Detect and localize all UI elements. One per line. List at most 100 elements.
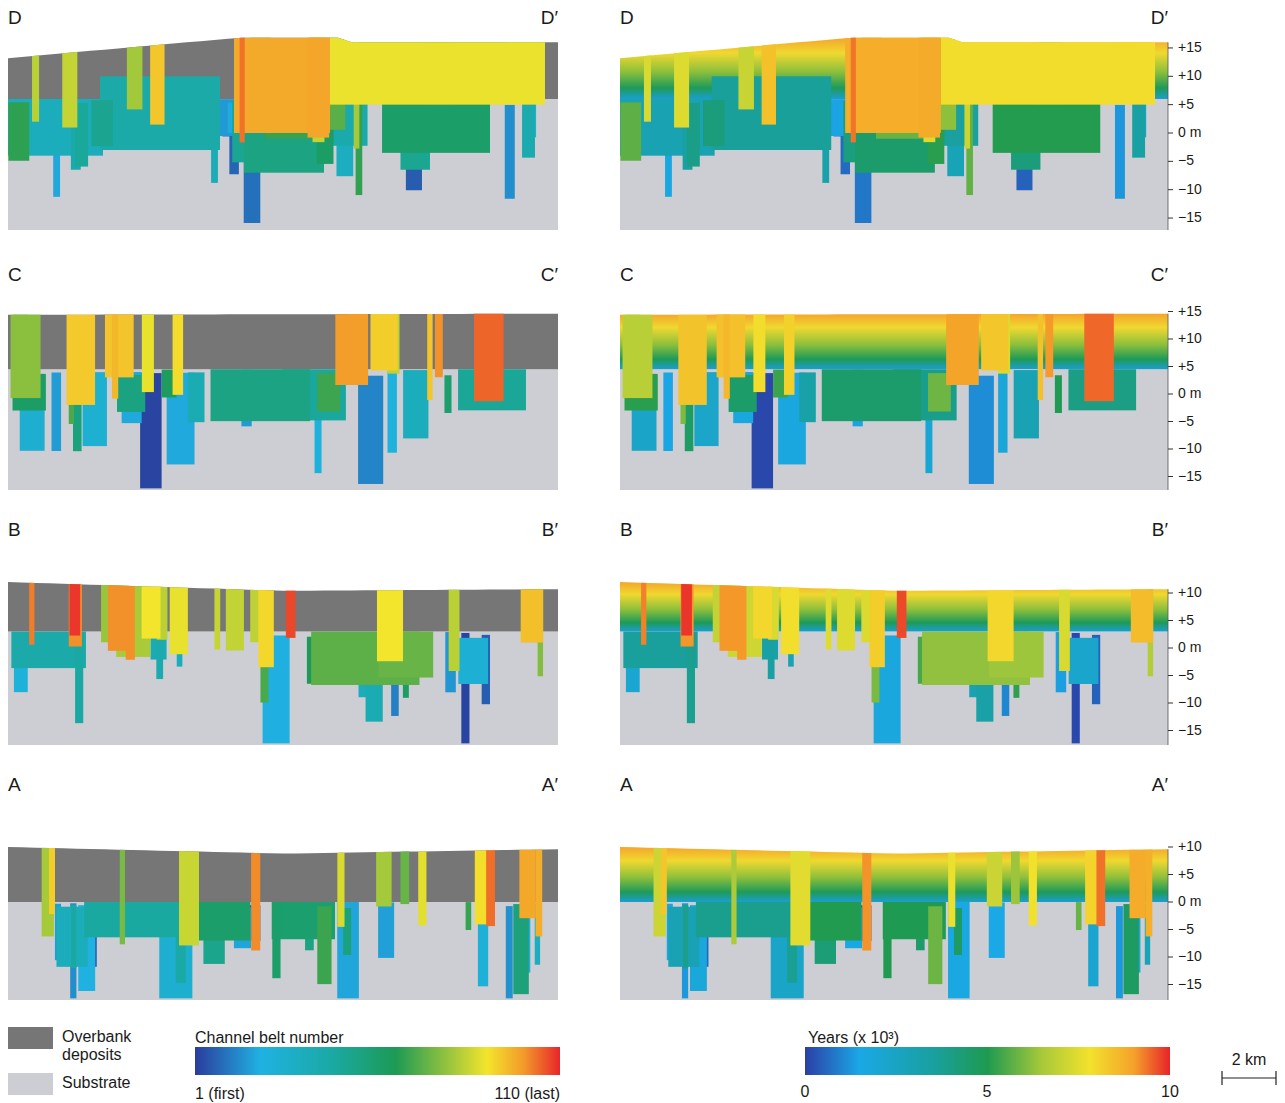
axis-tick xyxy=(1168,929,1173,930)
channel-belt xyxy=(377,0,403,661)
channel-belt xyxy=(536,0,543,936)
axis-tick-label: 0 m xyxy=(1178,125,1201,140)
channel-belt xyxy=(244,133,324,173)
channel-belt xyxy=(112,0,118,399)
channel-belt xyxy=(1096,0,1105,926)
section-end-label: D′ xyxy=(1151,8,1168,29)
axis-tick xyxy=(1168,730,1173,731)
channel-belt xyxy=(378,903,394,958)
channel-belt xyxy=(335,0,368,385)
axis-tick xyxy=(1168,161,1173,162)
channel-belt xyxy=(474,0,504,401)
section-end-label: A′ xyxy=(1152,775,1168,796)
channel-belt xyxy=(762,0,776,125)
legend-text: Substrate xyxy=(62,1074,162,1092)
axis-tick-label: −5 xyxy=(1178,922,1194,937)
overbank-deposits xyxy=(620,582,1168,632)
channel-belt xyxy=(116,0,150,657)
section-end-label: C′ xyxy=(541,265,558,286)
channel-belt xyxy=(1084,0,1114,401)
channel-belt xyxy=(768,0,779,640)
channel-belt xyxy=(449,0,460,671)
channel-belt xyxy=(1116,906,1123,998)
channel-belt xyxy=(52,372,62,450)
axis-tick xyxy=(1168,449,1173,450)
axis-tick-label: −10 xyxy=(1178,695,1202,710)
channel-belt xyxy=(370,0,397,370)
channel-belt xyxy=(286,0,296,638)
axis-tick-label: +10 xyxy=(1178,839,1202,854)
channel-belt xyxy=(75,634,83,723)
channel-belt xyxy=(869,0,884,667)
channel-belt xyxy=(108,0,132,651)
channel-belt xyxy=(993,99,1101,153)
channel-belt xyxy=(418,0,426,925)
channel-belt xyxy=(641,0,646,645)
channel-belt xyxy=(376,0,391,907)
legend-label: Years (x 10³) xyxy=(808,1029,899,1047)
channel-belt xyxy=(127,0,143,109)
legend-label: Channel belt number xyxy=(195,1029,344,1047)
axis-line xyxy=(1168,314,1169,490)
section-end-label: B xyxy=(8,520,21,541)
channel-belt xyxy=(142,0,161,639)
axis-tick-label: 0 m xyxy=(1178,640,1201,655)
channel-belt xyxy=(861,0,877,642)
channel-belt xyxy=(681,0,692,636)
channel-belt xyxy=(989,903,1005,958)
channel-belt xyxy=(382,99,490,153)
channel-belt xyxy=(731,0,736,944)
channel-belt xyxy=(250,0,266,642)
section-end-label: B′ xyxy=(1152,520,1168,541)
channel-belt xyxy=(1146,0,1153,936)
channel-belt xyxy=(1055,375,1062,413)
substrate xyxy=(8,632,558,746)
channel-belt xyxy=(713,0,728,642)
cross-section-panel xyxy=(8,0,558,230)
axis-tick-label: +5 xyxy=(1178,613,1194,628)
section-end-label: D′ xyxy=(541,8,558,29)
channel-belt xyxy=(753,0,772,639)
section-end-label: A xyxy=(8,775,21,796)
channel-belt xyxy=(1085,0,1104,924)
channel-belt xyxy=(11,0,41,398)
channel-belt xyxy=(156,636,163,679)
channel-belt xyxy=(403,370,428,438)
cross-section-panel xyxy=(620,0,1173,490)
channel-belt xyxy=(1014,370,1039,438)
axis-tick xyxy=(1168,847,1173,848)
channel-belt xyxy=(84,902,192,937)
axis-tick xyxy=(1168,593,1173,594)
axis-tick xyxy=(1168,874,1173,875)
axis-tick xyxy=(1168,218,1173,219)
axis-tick xyxy=(1168,366,1173,367)
axis-tick xyxy=(1168,76,1173,77)
channel-belt xyxy=(681,0,694,646)
channel-belt xyxy=(753,0,765,392)
section-end-label: C xyxy=(8,265,22,286)
cross-section-panel xyxy=(8,0,558,745)
axis-tick-label: +15 xyxy=(1178,40,1202,55)
channel-belt xyxy=(427,0,432,400)
axis-tick-label: −5 xyxy=(1178,668,1194,683)
channel-belt xyxy=(678,0,706,405)
axis-tick-label: −5 xyxy=(1178,154,1194,169)
axis-tick xyxy=(1168,394,1173,395)
axis-tick xyxy=(1168,133,1173,134)
channel-belt xyxy=(226,0,244,650)
section-end-label: A′ xyxy=(542,775,558,796)
cross-section-panel xyxy=(8,0,558,490)
channel-belt xyxy=(42,0,54,936)
axis-tick-label: +5 xyxy=(1178,97,1194,112)
axis-tick xyxy=(1168,421,1173,422)
channel-belt xyxy=(522,101,535,158)
channel-belt xyxy=(505,105,515,199)
channel-belt xyxy=(117,375,145,412)
channel-belt xyxy=(458,638,488,684)
channel-belt xyxy=(988,0,1014,661)
channel-belt xyxy=(687,634,695,723)
channel-belt xyxy=(1059,0,1070,671)
channel-belt xyxy=(1132,101,1145,158)
legend-swatch xyxy=(8,1027,53,1049)
